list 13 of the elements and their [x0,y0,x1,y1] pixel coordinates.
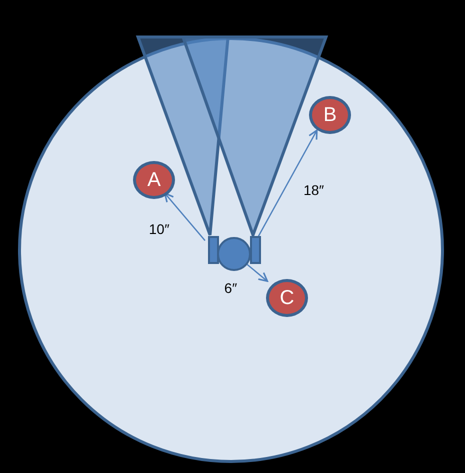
distance-arrow [164,192,206,241]
sensor-bar [208,236,219,264]
robot-body [217,237,251,271]
target-circle [133,161,175,199]
target-letter: C [280,286,294,310]
target-circle [266,279,308,317]
sensor-bar [250,236,261,264]
target-letter: B [323,104,337,126]
edge-label: 6″ [222,280,240,296]
target-letter: A [147,168,161,192]
target-circle [309,96,351,134]
distance-arrow [257,130,318,238]
distance-arrow [244,262,268,282]
